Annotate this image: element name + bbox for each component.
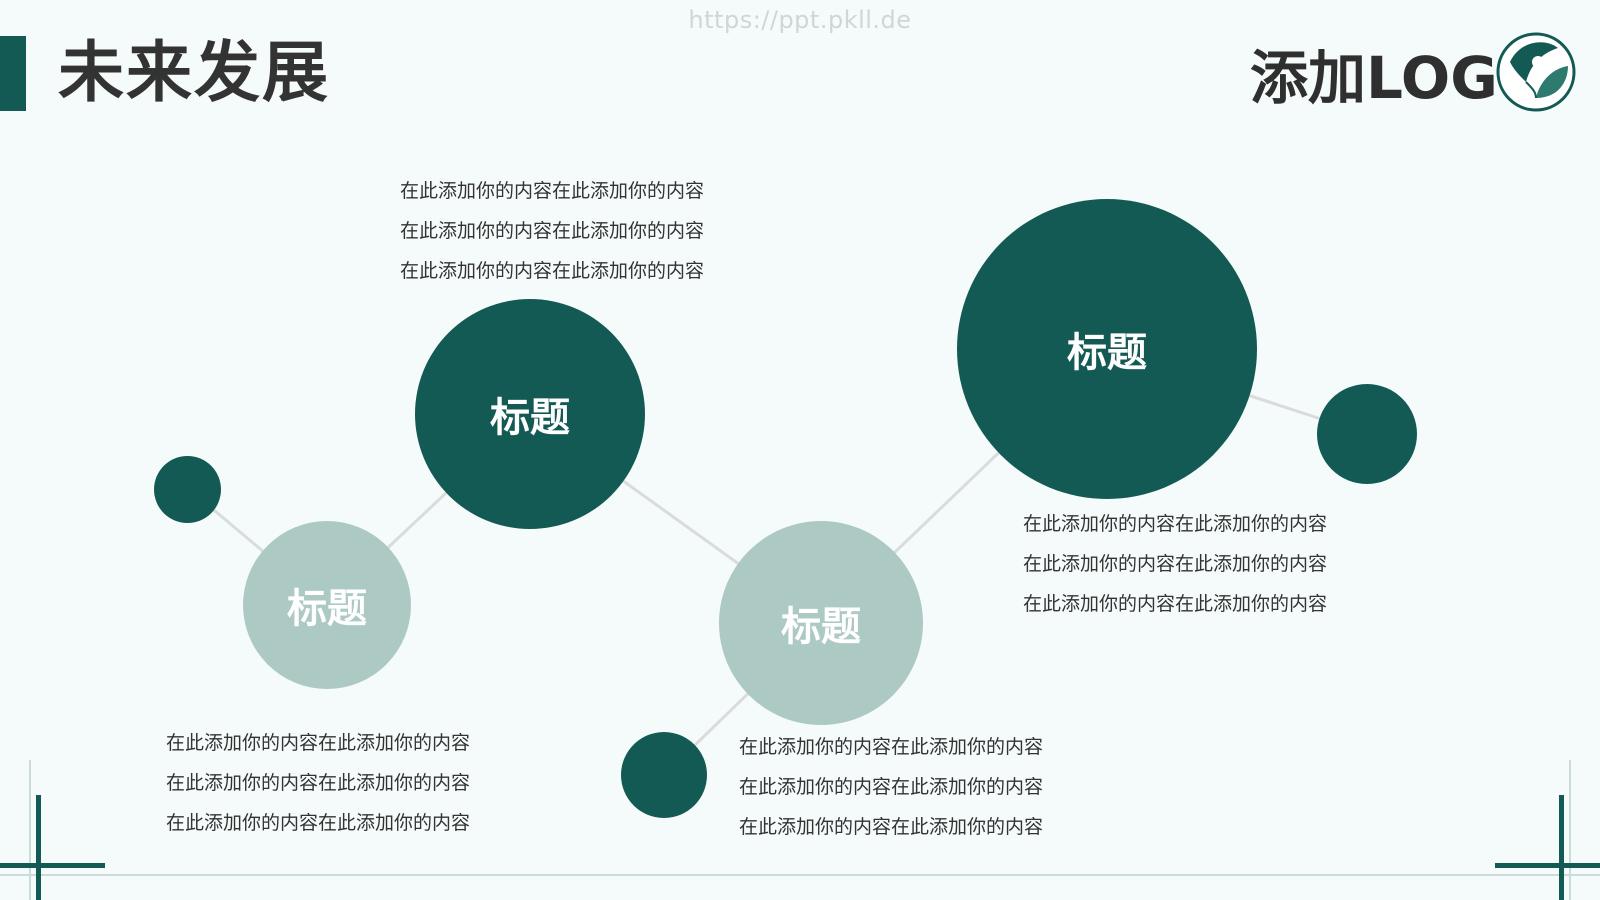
text-block-bottom-left: 在此添加你的内容在此添加你的内容 在此添加你的内容在此添加你的内容 在此添加你的… <box>166 723 470 843</box>
watermark: https://ppt.pkll.de <box>688 6 912 34</box>
text-line: 在此添加你的内容在此添加你的内容 <box>166 732 471 754</box>
node-circle: 标题 <box>957 199 1257 499</box>
frame-line-right <box>1569 760 1571 900</box>
text-line: 在此添加你的内容在此添加你的内容 <box>400 180 705 202</box>
text-line: 在此添加你的内容在此添加你的内容 <box>1023 553 1328 575</box>
frame-line-bottom <box>0 874 1600 876</box>
text-block-top: 在此添加你的内容在此添加你的内容 在此添加你的内容在此添加你的内容 在此添加你的… <box>400 171 704 291</box>
node-circle: 标题 <box>415 299 645 529</box>
text-line: 在此添加你的内容在此添加你的内容 <box>1023 593 1328 615</box>
text-line: 在此添加你的内容在此添加你的内容 <box>1023 513 1328 535</box>
text-block-right: 在此添加你的内容在此添加你的内容 在此添加你的内容在此添加你的内容 在此添加你的… <box>1023 504 1327 624</box>
page-title: 未来发展 <box>58 34 330 111</box>
node-circle: 标题 <box>719 521 923 725</box>
text-line: 在此添加你的内容在此添加你的内容 <box>400 260 705 282</box>
text-line: 在此添加你的内容在此添加你的内容 <box>739 816 1044 838</box>
corner-crosshair-right <box>1495 795 1600 900</box>
title-accent-bar <box>0 36 26 111</box>
text-line: 在此添加你的内容在此添加你的内容 <box>166 812 471 834</box>
accent-dot <box>1317 384 1417 484</box>
text-line: 在此添加你的内容在此添加你的内容 <box>739 776 1044 798</box>
node-label: 标题 <box>1067 330 1147 376</box>
leaf-emblem-icon <box>1496 32 1576 112</box>
text-block-bottom-middle: 在此添加你的内容在此添加你的内容 在此添加你的内容在此添加你的内容 在此添加你的… <box>739 727 1043 847</box>
node-label: 标题 <box>287 586 367 632</box>
node-label: 标题 <box>781 604 861 650</box>
accent-dot <box>154 456 221 523</box>
frame-line-left <box>29 760 31 900</box>
text-line: 在此添加你的内容在此添加你的内容 <box>739 736 1044 758</box>
text-line: 在此添加你的内容在此添加你的内容 <box>400 220 705 242</box>
node-label: 标题 <box>490 395 570 441</box>
node-circle: 标题 <box>243 521 411 689</box>
corner-crosshair-left <box>0 795 105 900</box>
accent-dot <box>621 732 707 818</box>
text-line: 在此添加你的内容在此添加你的内容 <box>166 772 471 794</box>
